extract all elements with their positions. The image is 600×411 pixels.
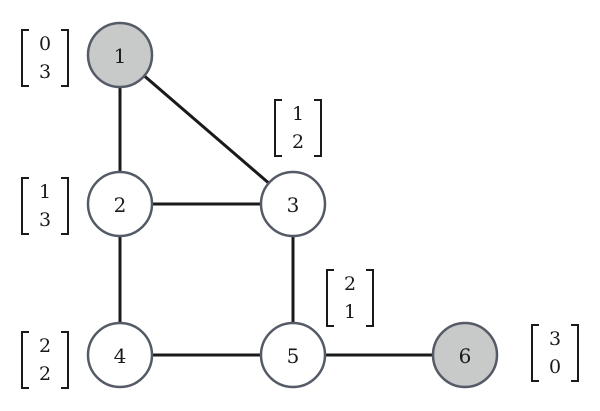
vector-label-node-6: 30 — [531, 324, 579, 382]
node-circle — [431, 321, 499, 389]
node-1: 1 — [86, 21, 154, 89]
node-circle — [86, 170, 154, 238]
node-label: 3 — [287, 193, 300, 217]
left-bracket — [326, 269, 334, 327]
vector-label-node-2: 13 — [21, 177, 69, 235]
vector-label-node-1: 03 — [21, 29, 69, 87]
vector-label-node-5: 21 — [326, 269, 374, 327]
right-bracket — [61, 177, 69, 235]
node-4: 4 — [86, 321, 154, 389]
right-bracket — [314, 99, 322, 157]
node-label: 5 — [287, 344, 300, 368]
vector-top-value: 1 — [39, 181, 51, 203]
node-label: 2 — [114, 193, 127, 217]
vector-top-value: 1 — [292, 103, 304, 125]
node-label: 1 — [114, 44, 127, 68]
left-bracket — [21, 177, 29, 235]
left-bracket — [21, 29, 29, 87]
vector-bottom-value: 2 — [39, 363, 51, 385]
vector-label-node-3: 12 — [274, 99, 322, 157]
left-bracket — [21, 331, 29, 389]
left-bracket — [274, 99, 282, 157]
node-3: 3 — [259, 170, 327, 238]
vector-bottom-value: 3 — [39, 61, 51, 83]
node-circle — [86, 321, 154, 389]
node-6: 6 — [431, 321, 499, 389]
node-circle — [259, 170, 327, 238]
vector-bottom-value: 1 — [344, 301, 356, 323]
node-circle — [86, 21, 154, 89]
vector-top-value: 3 — [549, 328, 561, 350]
vector-bottom-value: 0 — [549, 356, 561, 378]
right-bracket — [571, 324, 579, 382]
vector-top-value: 2 — [39, 335, 51, 357]
right-bracket — [61, 331, 69, 389]
vector-top-value: 0 — [39, 33, 51, 55]
node-2: 2 — [86, 170, 154, 238]
node-5: 5 — [259, 321, 327, 389]
vector-bottom-value: 2 — [292, 131, 304, 153]
vector-bottom-value: 3 — [39, 209, 51, 231]
right-bracket — [61, 29, 69, 87]
edge-1-3 — [118, 53, 295, 206]
node-circle — [259, 321, 327, 389]
right-bracket — [366, 269, 374, 327]
node-label: 6 — [459, 344, 472, 368]
left-bracket — [531, 324, 539, 382]
vector-label-node-4: 22 — [21, 331, 69, 389]
node-label: 4 — [114, 344, 127, 368]
vector-top-value: 2 — [344, 273, 356, 295]
